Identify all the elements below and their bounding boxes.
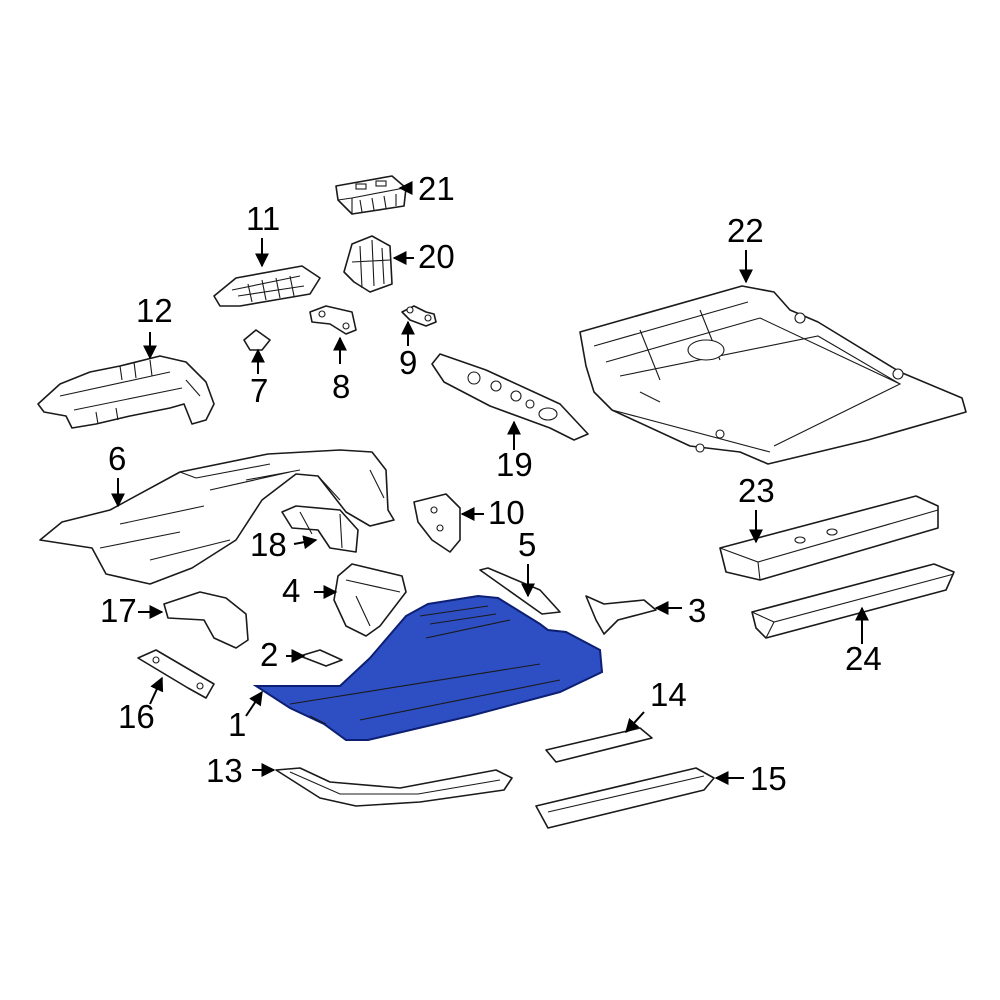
leader-lines bbox=[111, 181, 869, 785]
callout-14: 14 bbox=[650, 676, 687, 713]
callout-4: 4 bbox=[282, 572, 300, 609]
part-23-rail[interactable] bbox=[719, 495, 939, 581]
part-21-bracket[interactable] bbox=[335, 175, 407, 215]
part-13-sill[interactable] bbox=[275, 767, 513, 807]
callout-2: 2 bbox=[260, 636, 278, 673]
part-22-floor-frame[interactable] bbox=[579, 285, 967, 465]
part-20-mount[interactable] bbox=[343, 235, 393, 293]
part-10-bracket[interactable] bbox=[413, 493, 461, 553]
callout-16: 16 bbox=[118, 698, 155, 735]
callout-22: 22 bbox=[727, 212, 764, 249]
callout-18: 18 bbox=[250, 526, 287, 563]
part-8-bracket[interactable] bbox=[309, 305, 357, 335]
part-6-rear-floor[interactable] bbox=[39, 449, 395, 585]
callout-20: 20 bbox=[418, 238, 455, 275]
callout-labels: 21 20 11 12 22 7 8 9 19 6 10 18 5 23 4 3… bbox=[100, 170, 882, 797]
part-1-floor-pan[interactable] bbox=[252, 594, 604, 741]
part-14-member[interactable] bbox=[545, 727, 653, 763]
part-18-bracket[interactable] bbox=[281, 505, 359, 553]
part-24-rail[interactable] bbox=[751, 563, 955, 639]
part-15-sill[interactable] bbox=[535, 767, 715, 829]
callout-10: 10 bbox=[488, 494, 525, 531]
callout-19: 19 bbox=[496, 446, 533, 483]
callout-3: 3 bbox=[688, 592, 706, 629]
callout-21: 21 bbox=[418, 170, 455, 207]
callout-24: 24 bbox=[845, 640, 882, 677]
part-3-bracket[interactable] bbox=[585, 595, 657, 635]
callout-1: 1 bbox=[228, 706, 246, 743]
part-4-mount[interactable] bbox=[333, 563, 407, 637]
callout-15: 15 bbox=[750, 760, 787, 797]
callout-8: 8 bbox=[332, 368, 350, 405]
callout-17: 17 bbox=[100, 592, 137, 629]
part-2-clip[interactable] bbox=[299, 649, 343, 667]
callout-11: 11 bbox=[246, 200, 280, 237]
callout-7: 7 bbox=[250, 372, 268, 409]
part-11-cover[interactable] bbox=[213, 265, 321, 307]
part-5-reinforcement[interactable] bbox=[479, 567, 561, 615]
callout-12: 12 bbox=[136, 292, 173, 329]
callout-13: 13 bbox=[206, 752, 243, 789]
callout-9: 9 bbox=[399, 344, 417, 381]
callout-23: 23 bbox=[738, 472, 775, 509]
callout-6: 6 bbox=[108, 440, 126, 477]
part-12-rail[interactable] bbox=[37, 355, 215, 429]
part-7-clip[interactable] bbox=[243, 329, 271, 351]
callout-5: 5 bbox=[518, 526, 536, 563]
part-17-bracket[interactable] bbox=[163, 591, 249, 649]
part-16-bracket[interactable] bbox=[137, 649, 215, 699]
part-19-crossmember[interactable] bbox=[431, 353, 589, 441]
